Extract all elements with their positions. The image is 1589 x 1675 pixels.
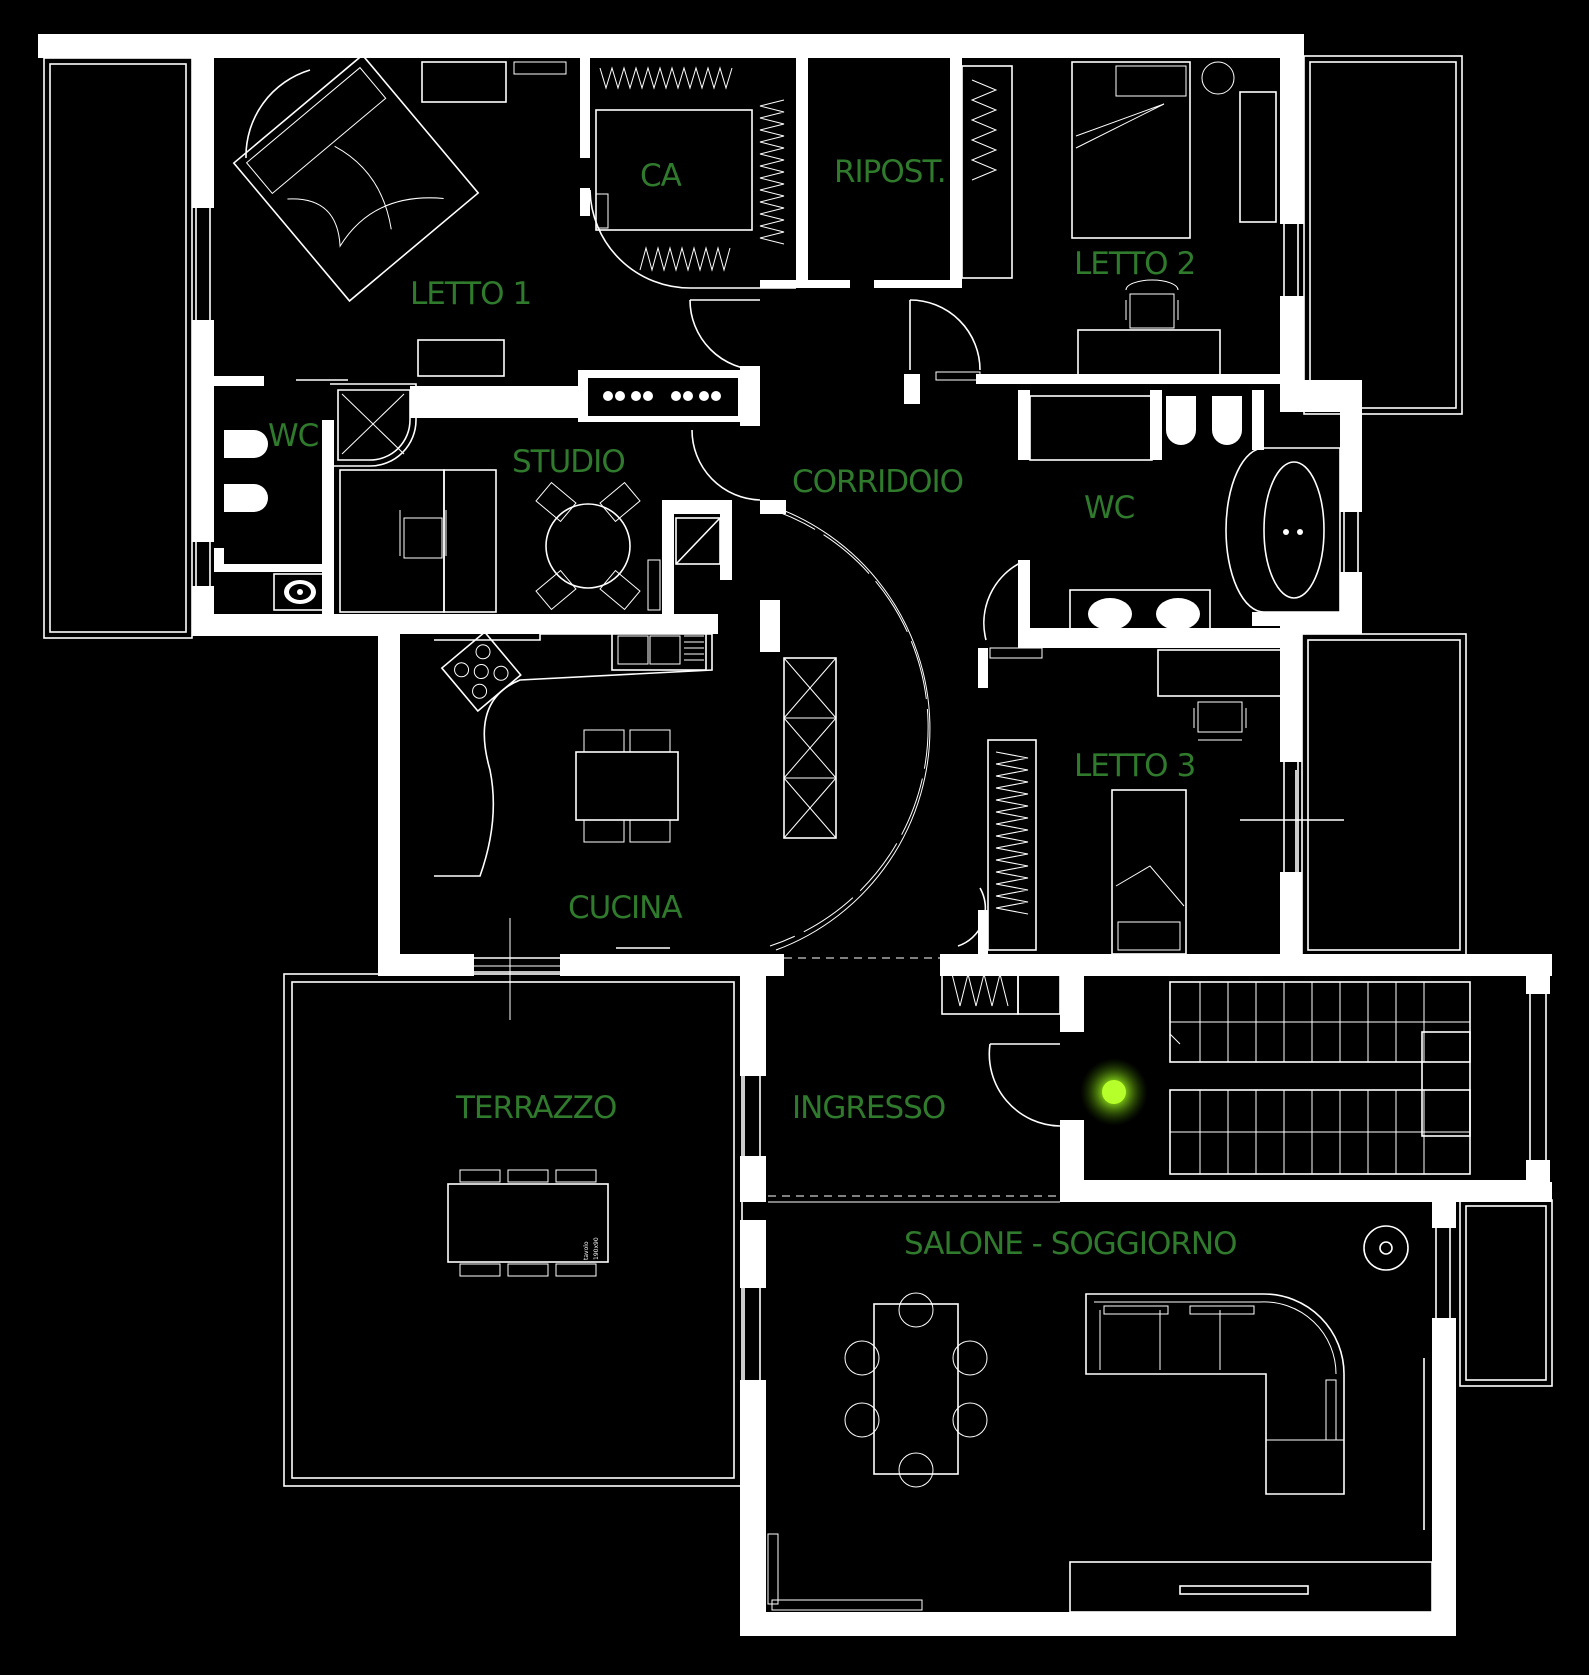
balconies (43, 55, 1553, 1387)
label-cucina: CUCINA (568, 890, 682, 926)
room-labels: LETTO 1 CA RIPOST. LETTO 2 WC STUDIO COR… (268, 154, 1238, 1262)
radiators (513, 61, 1043, 1611)
ceiling-light-core (1102, 1080, 1126, 1104)
label-ca: CA (640, 158, 682, 194)
label-ingresso: INGRESSO (792, 1090, 945, 1126)
label-corridoio: CORRIDOIO (792, 464, 963, 500)
label-ripost: RIPOST. (834, 154, 946, 190)
stove (440, 630, 522, 713)
windows (195, 208, 1547, 1380)
doors (245, 69, 1061, 1203)
label-letto2: LETTO 2 (1074, 246, 1195, 282)
label-letto3: LETTO 3 (1074, 748, 1195, 784)
table-label: tavolo (583, 1241, 590, 1260)
wardrobe-ca (589, 66, 796, 289)
dining-set (844, 1292, 988, 1488)
kitchen-furniture (434, 629, 837, 949)
studio-furniture (339, 372, 758, 613)
salone-extras (1069, 1225, 1433, 1613)
closet-ripost (961, 65, 1013, 279)
wc-right-fixtures (1029, 395, 1341, 639)
label-studio: STUDIO (512, 444, 625, 480)
wine-rack (783, 657, 837, 839)
table-size-label: 190x90 (593, 1237, 600, 1260)
entrance-closet (941, 963, 1061, 1015)
terrace (283, 973, 743, 1487)
label-letto1: LETTO 1 (410, 276, 531, 312)
terrace-table: tavolo 190x90 (447, 918, 609, 1277)
label-wc-right: WC (1084, 490, 1134, 526)
sofa (1085, 1293, 1345, 1495)
staircase (1169, 981, 1471, 1175)
label-terrazzo: TERRAZZO (455, 1090, 616, 1126)
bed-letto3 (987, 649, 1344, 955)
walls (38, 34, 1552, 1636)
label-salone: SALONE - SOGGIORNO (904, 1226, 1237, 1262)
bed-letto2 (1071, 61, 1277, 377)
wc-left-fixtures (224, 379, 417, 611)
label-wc-left: WC (268, 418, 318, 454)
bed-letto1 (232, 53, 507, 377)
